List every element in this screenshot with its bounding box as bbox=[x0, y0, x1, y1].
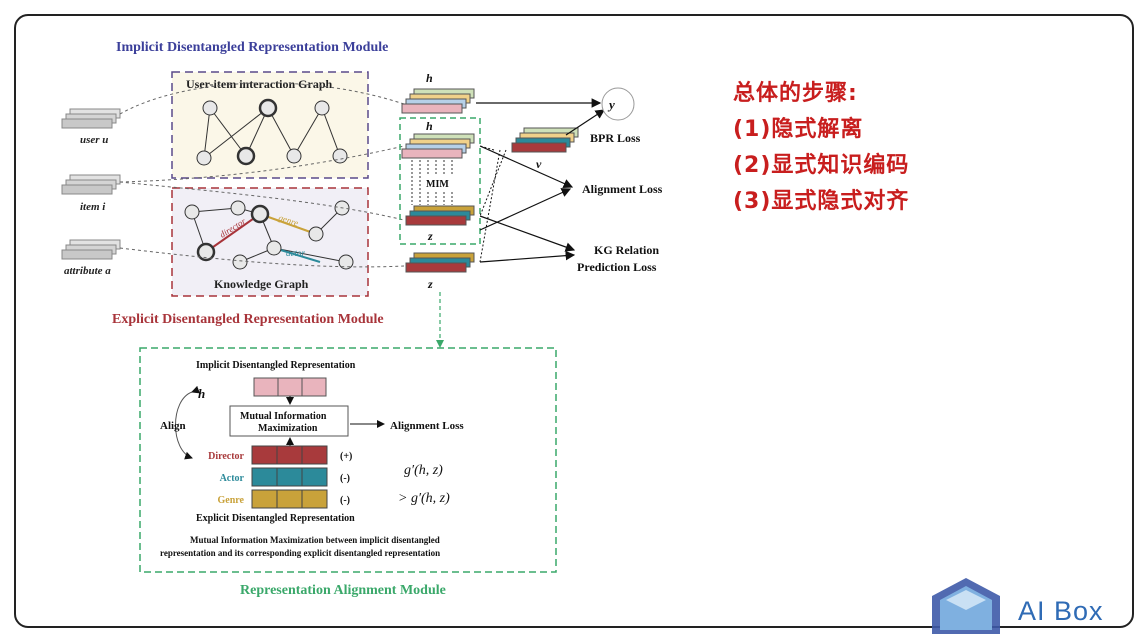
z-a-label: z bbox=[427, 277, 433, 291]
detail-caption-1: Mutual Information Maximization between … bbox=[190, 535, 440, 545]
alignment-loss: Alignment Loss bbox=[582, 182, 663, 196]
actor-edge-label: actor bbox=[286, 248, 305, 258]
alignment-module-title: Representation Alignment Module bbox=[240, 583, 446, 598]
interaction-graph-nodes bbox=[196, 98, 348, 166]
detail-row-cell bbox=[301, 445, 328, 465]
align-label: Align bbox=[160, 420, 186, 432]
detail-row-cell bbox=[276, 467, 303, 487]
y-label: y bbox=[607, 97, 615, 112]
h-i-vector bbox=[401, 133, 475, 159]
detail-row-label: Actor bbox=[220, 473, 245, 484]
explicit-module-title: Explicit Disentangled Representation Mod… bbox=[112, 312, 384, 327]
detail-row-cell bbox=[301, 467, 328, 487]
detail-row-cell bbox=[301, 489, 328, 509]
detail-explicit-title: Explicit Disentangled Representation bbox=[196, 513, 355, 524]
mim-lines bbox=[411, 160, 453, 205]
knowledge-graph-nodes bbox=[184, 200, 354, 270]
attribute-embedding bbox=[61, 239, 121, 260]
align-brace bbox=[175, 385, 200, 460]
implicit-module-title: Implicit Disentangled Representation Mod… bbox=[116, 40, 388, 55]
kg-loss-line1: KG Relation bbox=[594, 243, 659, 257]
detail-row-sign: (-) bbox=[340, 495, 350, 506]
bpr-loss: BPR Loss bbox=[590, 131, 641, 145]
detail-row-cell bbox=[276, 489, 303, 509]
h-i-label: h bbox=[426, 119, 433, 133]
steps-title: 总体的步骤: bbox=[733, 81, 858, 106]
kg-loss-line2: Prediction Loss bbox=[577, 260, 657, 274]
step-2: (2)显式知识编码 bbox=[733, 153, 910, 178]
mim-box-line2: Maximization bbox=[258, 423, 318, 434]
detail-row-label: Genre bbox=[218, 495, 245, 506]
step-3: (3)显式隐式对齐 bbox=[733, 189, 910, 214]
h-u-label: h bbox=[426, 71, 433, 85]
detail-connector-arrow bbox=[436, 340, 444, 348]
formula-1: g′(h, z) bbox=[404, 463, 443, 478]
user-embedding bbox=[61, 108, 121, 129]
steps-panel: 总体的步骤: (1)隐式解离 (2)显式知识编码 (3)显式隐式对齐 bbox=[733, 76, 909, 220]
mim-box bbox=[229, 405, 349, 437]
detail-implicit-title: Implicit Disentangled Representation bbox=[196, 360, 356, 371]
detail-row-sign: (-) bbox=[340, 473, 350, 484]
h-u-vector bbox=[401, 88, 475, 114]
detail-h-label: h bbox=[198, 386, 205, 401]
detail-rows: Director (+) Actor (-) Genre (-) bbox=[208, 445, 352, 509]
formula-2: > g′(h, z) bbox=[398, 491, 450, 506]
detail-alignment-loss: Alignment Loss bbox=[390, 420, 464, 432]
detail-row-cell bbox=[276, 445, 303, 465]
alignment-detail-box bbox=[139, 347, 557, 573]
step-1: (1)隐式解离 bbox=[733, 117, 864, 142]
z-i-vector bbox=[405, 205, 475, 226]
prediction-circle bbox=[601, 87, 635, 121]
detail-h-vector bbox=[253, 377, 327, 397]
v-i-dotted bbox=[479, 145, 507, 263]
mim-label: MIM bbox=[426, 179, 449, 190]
item-label: item i bbox=[80, 201, 106, 213]
z-a-vector bbox=[405, 252, 475, 273]
z-i-label: z bbox=[427, 229, 433, 243]
detail-caption-2: representation and its corresponding exp… bbox=[160, 548, 440, 558]
detail-row-cell bbox=[251, 467, 278, 487]
flow-arrows bbox=[476, 98, 606, 263]
mim-label-bg bbox=[424, 176, 454, 190]
interaction-graph-title: User-item interaction Graph bbox=[186, 77, 333, 91]
v-i-label: v bbox=[536, 157, 542, 171]
attribute-label: attribute a bbox=[64, 265, 111, 277]
detail-row-sign: (+) bbox=[340, 451, 352, 462]
knowledge-graph-title: Knowledge Graph bbox=[214, 277, 309, 291]
mim-box-line1: Mutual Information bbox=[240, 411, 327, 422]
detail-row-cell bbox=[251, 489, 278, 509]
detail-row-cell bbox=[251, 445, 278, 465]
v-i-vector bbox=[511, 127, 579, 153]
user-label: user u bbox=[80, 134, 108, 146]
actor-edge bbox=[273, 247, 321, 263]
alignment-region bbox=[399, 117, 481, 245]
director-edge bbox=[205, 213, 261, 253]
brand-name: AI Box bbox=[1018, 596, 1104, 626]
input-connections bbox=[119, 82, 405, 268]
aibox-logo-icon bbox=[932, 578, 1000, 634]
detail-row-label: Director bbox=[208, 451, 244, 462]
item-embedding bbox=[61, 174, 121, 195]
genre-edge bbox=[259, 213, 317, 235]
